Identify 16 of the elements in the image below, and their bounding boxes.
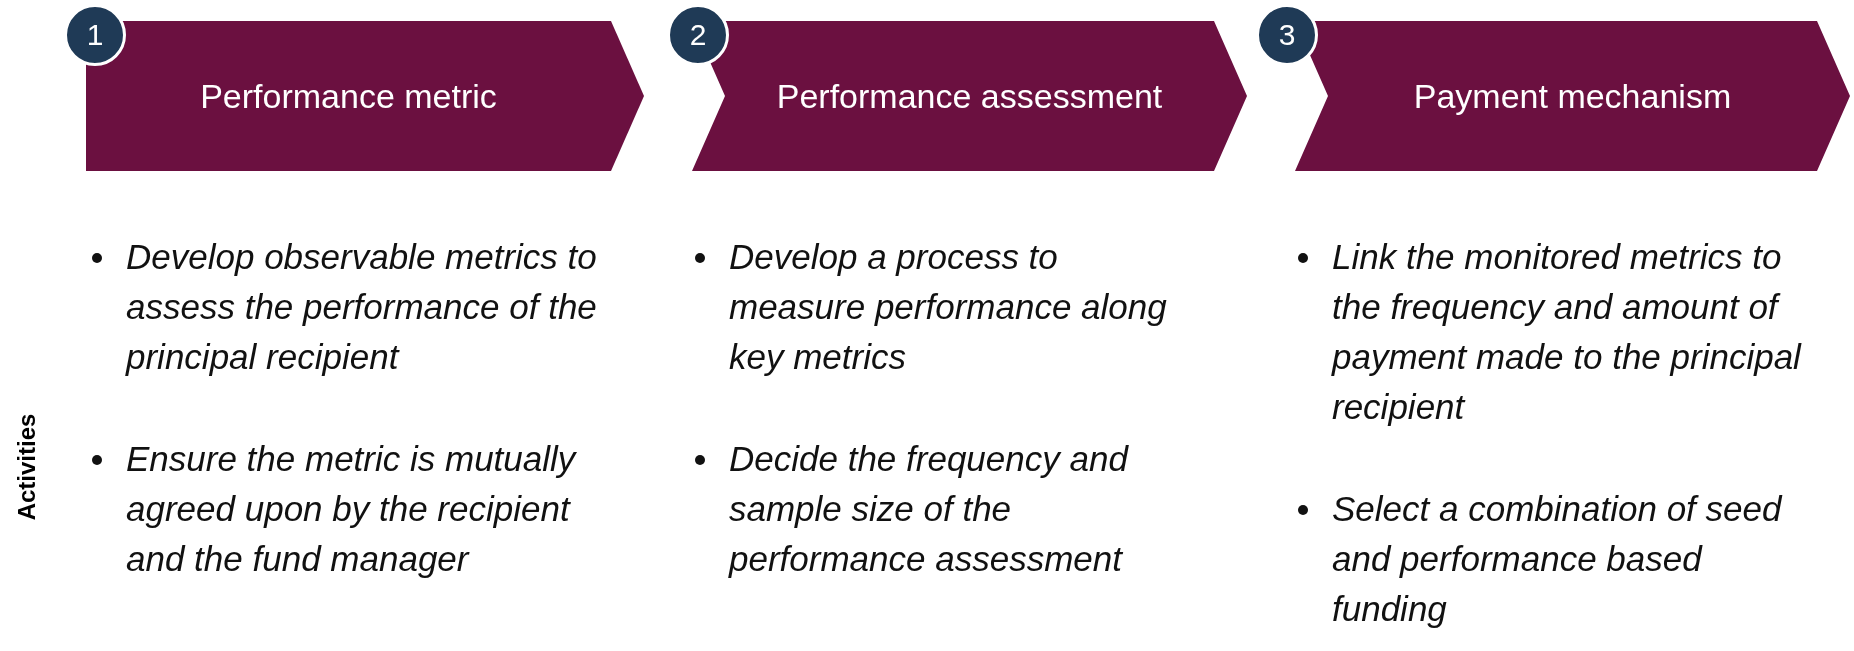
step-number-circle: 1 (64, 4, 126, 66)
chevron-step (1295, 21, 1850, 171)
chevron-step (86, 21, 644, 171)
bullet-text: Ensure the metric is mutually agreed upon by the recipient and the fund manager (126, 438, 578, 580)
chevron-step (692, 21, 1247, 171)
row-label: Activities (13, 412, 41, 523)
bullet-text: Decide the frequency and sample size of the performance assessment (729, 438, 1130, 580)
step-title: Performance metric (200, 76, 497, 116)
bullet-text: Develop a process to measure performance along key metrics (729, 236, 1168, 378)
bullet-text: Develop observable metrics to assess the performance of the principal recipient (126, 236, 598, 378)
bullet-text: Select a combination of seed and performance based funding (1332, 488, 1784, 630)
step-title: Payment mechanism (1413, 76, 1732, 116)
step-title: Performance assessment (776, 76, 1163, 116)
step-number-circle: 3 (1256, 4, 1318, 66)
bullet-text: Link the monitored metrics to the frequency and amount of payment made to the principal recipient (1332, 236, 1803, 428)
step-number-circle: 2 (667, 4, 729, 66)
